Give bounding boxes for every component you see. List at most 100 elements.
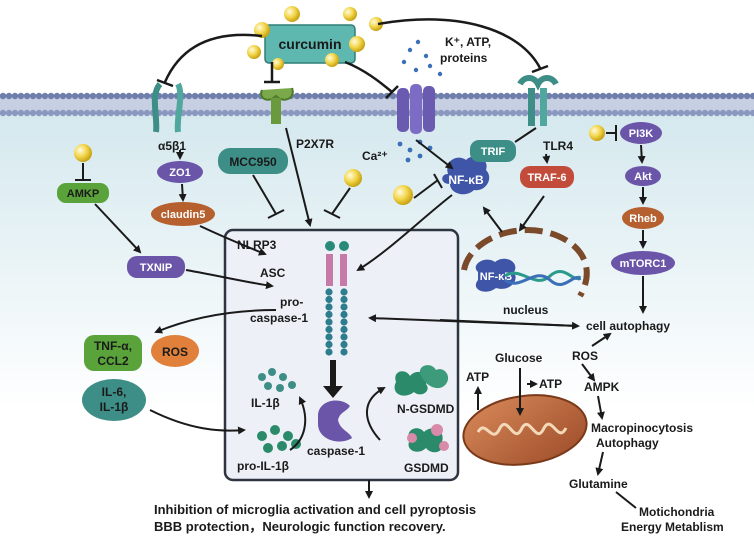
p2x7r-receptor: P2X7R	[260, 87, 334, 151]
inflammasome-box	[223, 228, 460, 482]
svg-text:pro-: pro-	[280, 295, 303, 309]
curcumin-inhibition-arrows	[156, 18, 549, 99]
svg-text:Glutamine: Glutamine	[569, 477, 628, 491]
svg-text:α5β1: α5β1	[158, 139, 186, 153]
autophagy-arrows	[368, 314, 612, 347]
svg-text:cell autophagy: cell autophagy	[586, 319, 670, 333]
svg-text:Glucose: Glucose	[495, 351, 543, 365]
svg-text:pro-IL-1β: pro-IL-1β	[237, 459, 289, 473]
svg-text:K⁺, ATP,: K⁺, ATP,	[445, 35, 491, 49]
svg-text:Autophagy: Autophagy	[596, 436, 659, 450]
nfkb-arrows	[356, 139, 454, 272]
svg-text:caspase-1: caspase-1	[307, 444, 365, 458]
svg-text:ROS: ROS	[572, 349, 598, 363]
nlrp3-complex	[325, 241, 349, 356]
ampk-label: AMPK	[584, 380, 620, 394]
ros-right-label: ROS	[572, 349, 598, 363]
atp-right-label: ATP	[539, 377, 562, 391]
svg-text:IL-6,: IL-6,	[102, 385, 127, 399]
svg-text:Rheb: Rheb	[629, 213, 657, 225]
svg-text:NF-κB: NF-κB	[480, 271, 512, 283]
macropinocytosis-label: Macropinocytosis Autophagy	[591, 421, 693, 450]
tlr4-traf6-arrow	[542, 153, 551, 164]
n-gsdmd-protein: N-GSDMD	[394, 365, 455, 416]
trif-node: TRIF	[470, 140, 516, 162]
curcumin-balls	[247, 6, 383, 70]
tnf-ccl2-node: TNF-α, CCL2	[84, 335, 142, 371]
mito-energy-label: Motichondria Energy Metablism	[621, 505, 724, 534]
svg-text:IL-1β: IL-1β	[251, 396, 280, 410]
svg-text:curcumin: curcumin	[278, 36, 341, 52]
traf6-node: TRAF-6	[520, 166, 574, 188]
curcumin-label: curcumin	[264, 24, 356, 64]
glutamine-label: Glutamine	[569, 477, 628, 491]
nlrp3-label: NLRP3	[237, 238, 277, 252]
svg-text:TLR4: TLR4	[543, 139, 573, 153]
svg-text:GSDMD: GSDMD	[404, 461, 449, 475]
svg-text:Inhibition of microglia activa: Inhibition of microglia activation and c…	[154, 502, 476, 517]
il6-il1b-node: IL-6, IL-1β	[82, 379, 146, 421]
svg-text:Akt: Akt	[634, 171, 652, 183]
ion-label: K⁺, ATP, proteins	[440, 35, 491, 65]
tlr4-trif-link	[514, 127, 537, 143]
yellow-ball-icon	[589, 125, 605, 141]
svg-text:MCC950: MCC950	[229, 155, 277, 169]
atp-left-label: ATP	[466, 370, 489, 384]
claudin5-node: claudin5	[151, 202, 215, 226]
mcc950-node: MCC950	[218, 148, 288, 174]
svg-text:ATP: ATP	[539, 377, 562, 391]
nfkb-cytoplasm: NF-κB	[442, 156, 490, 195]
pi3k-node: PI3K	[620, 122, 662, 144]
svg-text:Motichondria: Motichondria	[639, 505, 715, 519]
svg-text:AMPK: AMPK	[584, 380, 620, 394]
pro-caspase-label: pro- caspase-1	[250, 295, 308, 325]
svg-text:P2X7R: P2X7R	[296, 137, 334, 151]
akt-node: Akt	[625, 166, 661, 186]
outcome-text: Inhibition of microglia activation and c…	[154, 502, 476, 534]
svg-text:NLRP3: NLRP3	[237, 238, 277, 252]
cell-membrane	[0, 92, 754, 117]
svg-text:AMKP: AMKP	[67, 188, 99, 200]
svg-text:Energy Metablism: Energy Metablism	[621, 520, 724, 534]
tlr4-receptor: TLR4	[517, 75, 573, 153]
svg-text:N-GSDMD: N-GSDMD	[397, 402, 455, 416]
asc-label: ASC	[260, 266, 286, 280]
left-pathway-arrows	[75, 127, 351, 290]
nucleus-icon: NF-κB nucleus	[461, 227, 590, 317]
ros-left-node: ROS	[151, 335, 199, 367]
mtorc1-node: mTORC1	[611, 251, 675, 275]
svg-text:TRIF: TRIF	[481, 146, 506, 158]
svg-text:NF-κB: NF-κB	[448, 173, 484, 187]
activation-arrow	[323, 360, 343, 398]
glucose-label: Glucose	[495, 351, 543, 365]
gsdmd-protein: GSDMD	[404, 424, 449, 475]
right-pathway-arrows	[606, 125, 647, 314]
calcium-label: Ca²⁺	[362, 149, 388, 163]
amkp-node: AMKP	[57, 183, 109, 203]
cell-autophagy-label: cell autophagy	[586, 319, 670, 333]
svg-text:TXNIP: TXNIP	[140, 262, 172, 274]
ion-channel	[397, 84, 435, 134]
svg-text:TRAF-6: TRAF-6	[527, 172, 566, 184]
il1b-dots	[258, 368, 296, 392]
nucleus-arrows	[482, 195, 545, 233]
metabolism-arrows	[474, 363, 637, 509]
svg-text:TNF-α,: TNF-α,	[94, 339, 132, 353]
txnip-node: TXNIP	[127, 256, 185, 278]
pro-il1b-label: pro-IL-1β	[237, 459, 289, 473]
rheb-node: Rheb	[622, 207, 664, 229]
inflammasome-arrows	[289, 387, 386, 451]
svg-text:IL-1β: IL-1β	[100, 400, 129, 414]
yellow-ball-icon	[74, 144, 92, 162]
svg-text:BBB protection，Neurologic func: BBB protection，Neurologic function recov…	[154, 519, 446, 534]
il1b-label: IL-1β	[251, 396, 280, 410]
svg-text:Macropinocytosis: Macropinocytosis	[591, 421, 693, 435]
mitochondria-icon	[462, 394, 588, 466]
svg-text:CCL2: CCL2	[97, 354, 129, 368]
svg-text:ASC: ASC	[260, 266, 286, 280]
zo1-node: ZO1	[157, 161, 203, 183]
svg-text:claudin5: claudin5	[161, 209, 206, 221]
svg-text:Ca²⁺: Ca²⁺	[362, 149, 388, 163]
